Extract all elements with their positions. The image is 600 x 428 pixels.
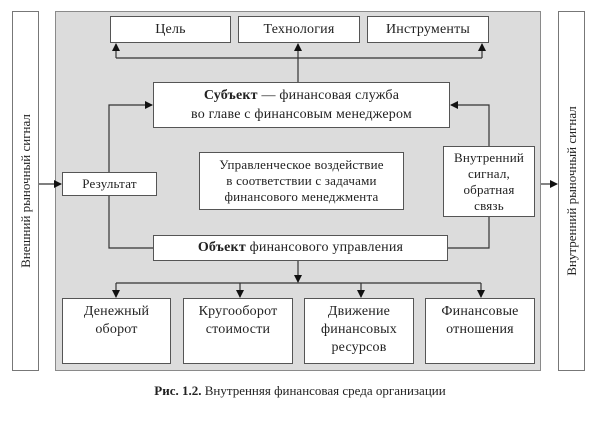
subject-bold: Субъект: [203, 88, 258, 103]
figure-number: Рис. 1.2.: [154, 383, 202, 398]
subject-box: Субъект — финансовая служба во главе с ф…: [153, 82, 450, 128]
value-circulation-line: стоимости: [205, 322, 271, 337]
management-influence-line: Управленческое воздействие: [219, 157, 384, 172]
object-to-signal-line: [448, 217, 490, 249]
internal-signal-line: сигнал,: [467, 165, 511, 181]
figure-caption: Рис. 1.2. Внутренняя финансовая среда ор…: [0, 383, 600, 399]
financial-relations-line: отношения: [446, 322, 514, 337]
money-turnover-line: Денежный: [83, 304, 150, 319]
subject-line2: во главе с финансовым менеджером: [191, 107, 412, 122]
object-to-result-line: [108, 196, 153, 249]
goal-box: Цель: [110, 16, 231, 43]
internal-signal-line: Внутренний: [453, 149, 525, 165]
money-turnover-line: оборот: [95, 322, 138, 337]
technology-box: Технология: [238, 16, 360, 43]
signal-to-subject-arrow: [450, 101, 490, 146]
internal-signal-line: связь: [474, 197, 504, 213]
management-influence-box: Управленческое воздействие в соответстви…: [199, 152, 404, 210]
financial-relations-line: Финансовые: [441, 304, 519, 319]
financial-resources-flow-line: финансовых: [321, 322, 397, 337]
financial-resources-flow-line: ресурсов: [331, 340, 387, 355]
result-to-subject-arrow: [108, 101, 153, 172]
figure-title: Внутренняя финансовая среда организации: [201, 383, 446, 398]
management-influence-line: финансового менеджмента: [224, 189, 379, 204]
financial-resources-flow-box: Движение финансовых ресурсов: [304, 298, 414, 364]
value-circulation-line: Кругооборот: [198, 304, 278, 319]
internal-market-signal-bar: Внутренний рыночный сигнал: [558, 11, 585, 371]
financial-resources-flow-line: Движение: [327, 304, 391, 319]
financial-relations-box: Финансовые отношения: [425, 298, 535, 364]
management-influence-line: в соответствии с задачами: [226, 173, 377, 188]
internal-signal-feedback-box: Внутренний сигнал, обратная связь: [443, 146, 535, 217]
object-rest: финансового управления: [245, 240, 404, 255]
value-circulation-box: Кругооборот стоимости: [183, 298, 293, 364]
internal-signal-line: обратная: [463, 181, 515, 197]
subject-line1: — финансовая служба: [257, 88, 400, 103]
goal-label: Цель: [155, 21, 186, 37]
object-box: Объект финансового управления: [153, 235, 448, 261]
external-market-signal-bar: Внешний рыночный сигнал: [12, 11, 39, 371]
money-turnover-box: Денежный оборот: [62, 298, 171, 364]
result-box: Результат: [62, 172, 157, 196]
instruments-label: Инструменты: [385, 21, 471, 37]
object-bold: Объект: [197, 240, 246, 255]
result-label: Результат: [82, 176, 137, 191]
technology-label: Технология: [263, 21, 335, 37]
instruments-box: Инструменты: [367, 16, 489, 43]
